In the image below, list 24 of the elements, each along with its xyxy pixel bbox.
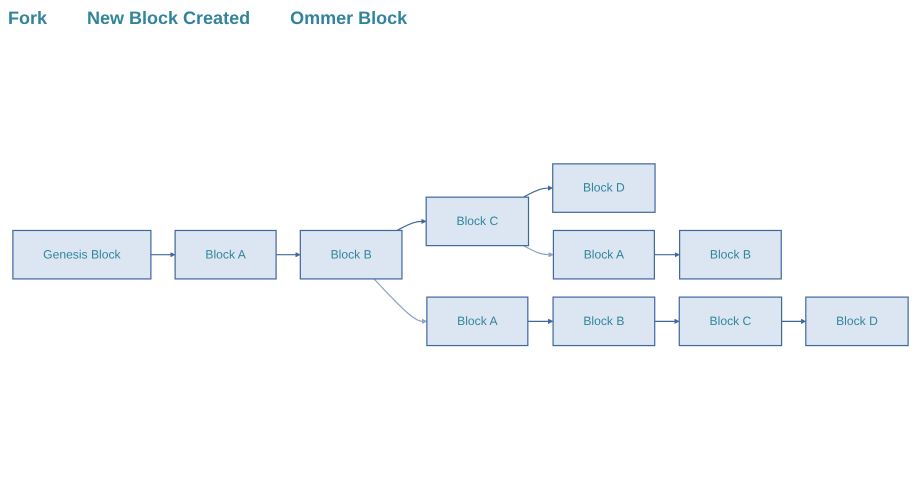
arrow	[654, 252, 680, 258]
node-box: Block A	[174, 230, 277, 280]
node-box: Genesis Block	[12, 230, 152, 280]
node-box: Block A	[426, 296, 528, 346]
note-label: Ommer Block	[290, 8, 408, 29]
node-box: Block B	[679, 230, 782, 280]
arrow	[523, 245, 554, 258]
arrow	[396, 219, 426, 232]
note-label: Fork	[8, 8, 48, 29]
node-box: Block D	[552, 164, 656, 214]
arrow	[528, 318, 554, 324]
arrow	[374, 278, 428, 324]
note-label: New Block Created	[87, 8, 250, 29]
arrow	[782, 318, 806, 324]
arrow	[276, 252, 301, 258]
node-box: Block D	[805, 296, 909, 346]
node-box: Block A	[552, 230, 655, 280]
arrow	[654, 318, 680, 324]
arrow	[523, 186, 553, 198]
node-box: Block C	[678, 296, 782, 346]
arrow	[150, 252, 176, 258]
node-box: Block C	[426, 196, 530, 247]
node-box: Block B	[552, 296, 656, 346]
node-box: Block B	[300, 230, 403, 280]
